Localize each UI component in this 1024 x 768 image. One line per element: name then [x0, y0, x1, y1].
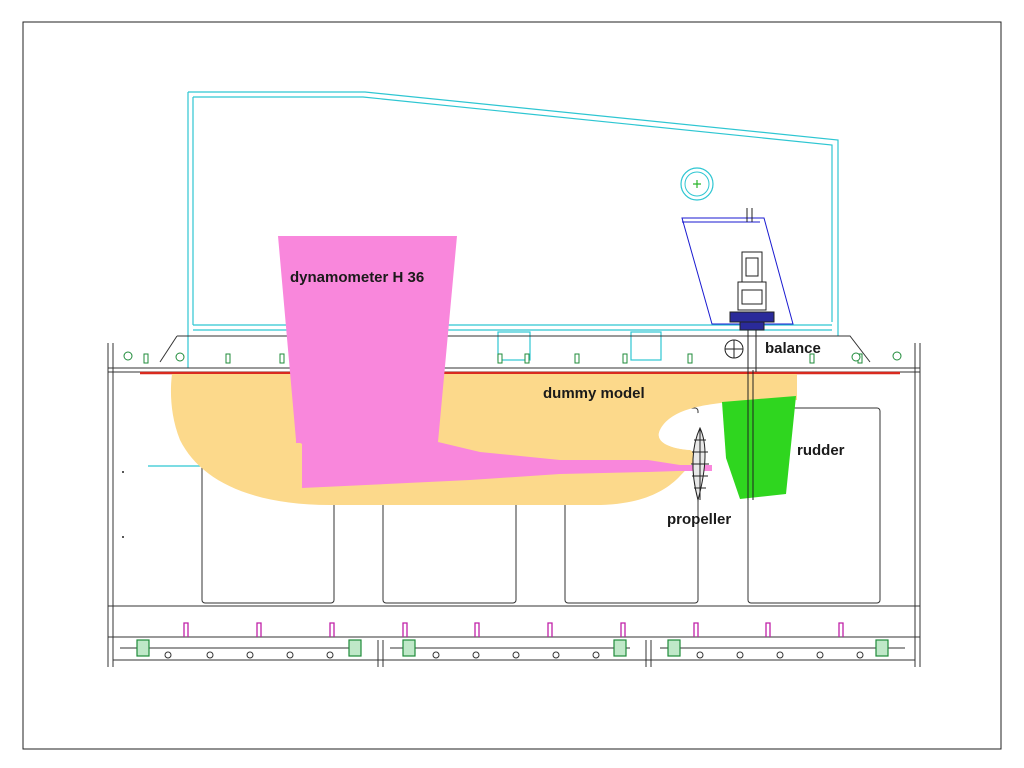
lower-fittings [120, 647, 905, 659]
dummy-model-label: dummy model [543, 385, 645, 402]
dynamometer-label: dynamometer H 36 [290, 269, 424, 286]
survey-dot [122, 536, 124, 538]
balance-label: balance [765, 340, 821, 357]
balance-assembly [681, 208, 794, 372]
propeller-shape [691, 426, 709, 502]
rudder-stock [747, 370, 754, 500]
lower-pins [183, 622, 844, 637]
survey-dot [122, 471, 124, 473]
dynamometer-shape [278, 236, 712, 488]
rudder-shape [722, 396, 796, 499]
reference-marker [680, 167, 714, 201]
dynamometer-shaft [296, 437, 320, 443]
lower-clamps [136, 639, 889, 657]
drawing-border [22, 21, 1002, 750]
propeller-label: propeller [667, 511, 731, 528]
dummy-model-cutout [658, 412, 705, 450]
rudder-label: rudder [797, 442, 845, 459]
